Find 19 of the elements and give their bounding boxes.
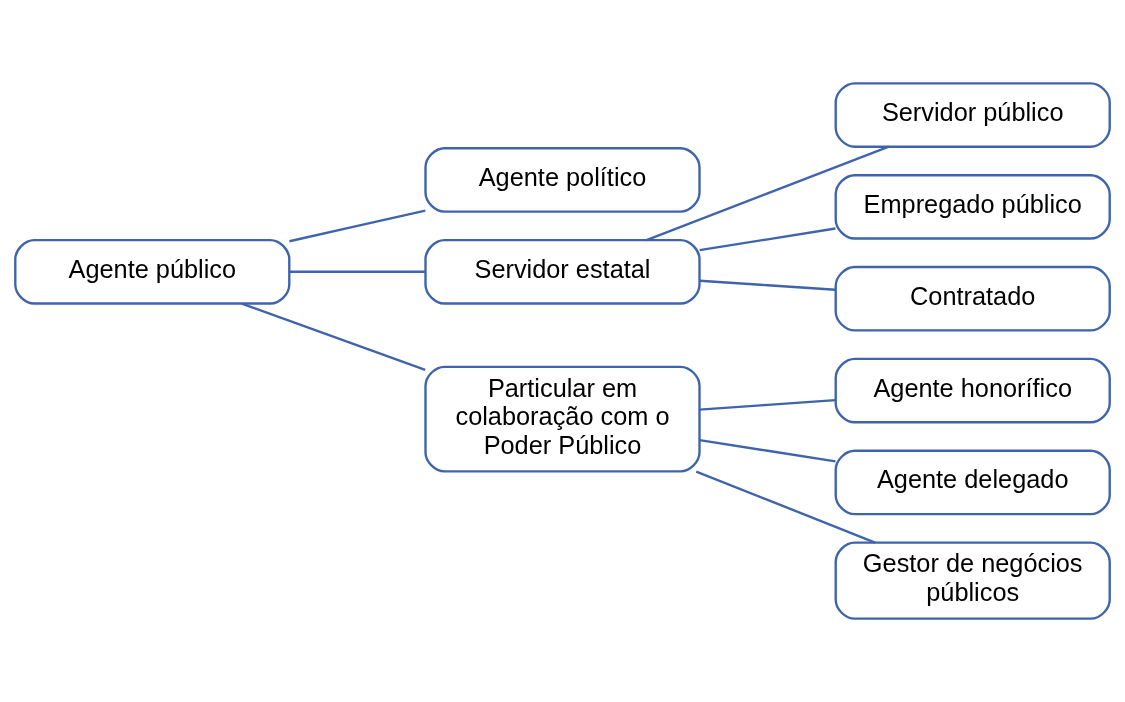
node-box: Servidor estatal [424, 238, 701, 305]
node-box: Agente público [14, 238, 291, 305]
connector [699, 279, 836, 291]
connector [646, 145, 890, 242]
node-box: Contratado [834, 265, 1111, 332]
connector [241, 302, 426, 372]
node-box: Servidor público [834, 82, 1111, 148]
connector [695, 470, 876, 544]
connector [699, 227, 836, 252]
node-box: Empregado público [834, 174, 1111, 240]
connector [699, 439, 836, 463]
node-box: Agente honorífico [834, 357, 1111, 424]
node-box: Particular em colaboração com o Poder Público [424, 365, 701, 473]
node-box: Gestor de negócios públicos [834, 541, 1111, 620]
node-box: Agente político [424, 147, 701, 213]
node-box: Agente delegado [834, 449, 1111, 516]
connector [289, 270, 426, 273]
connector [699, 398, 836, 411]
connector [289, 209, 426, 243]
